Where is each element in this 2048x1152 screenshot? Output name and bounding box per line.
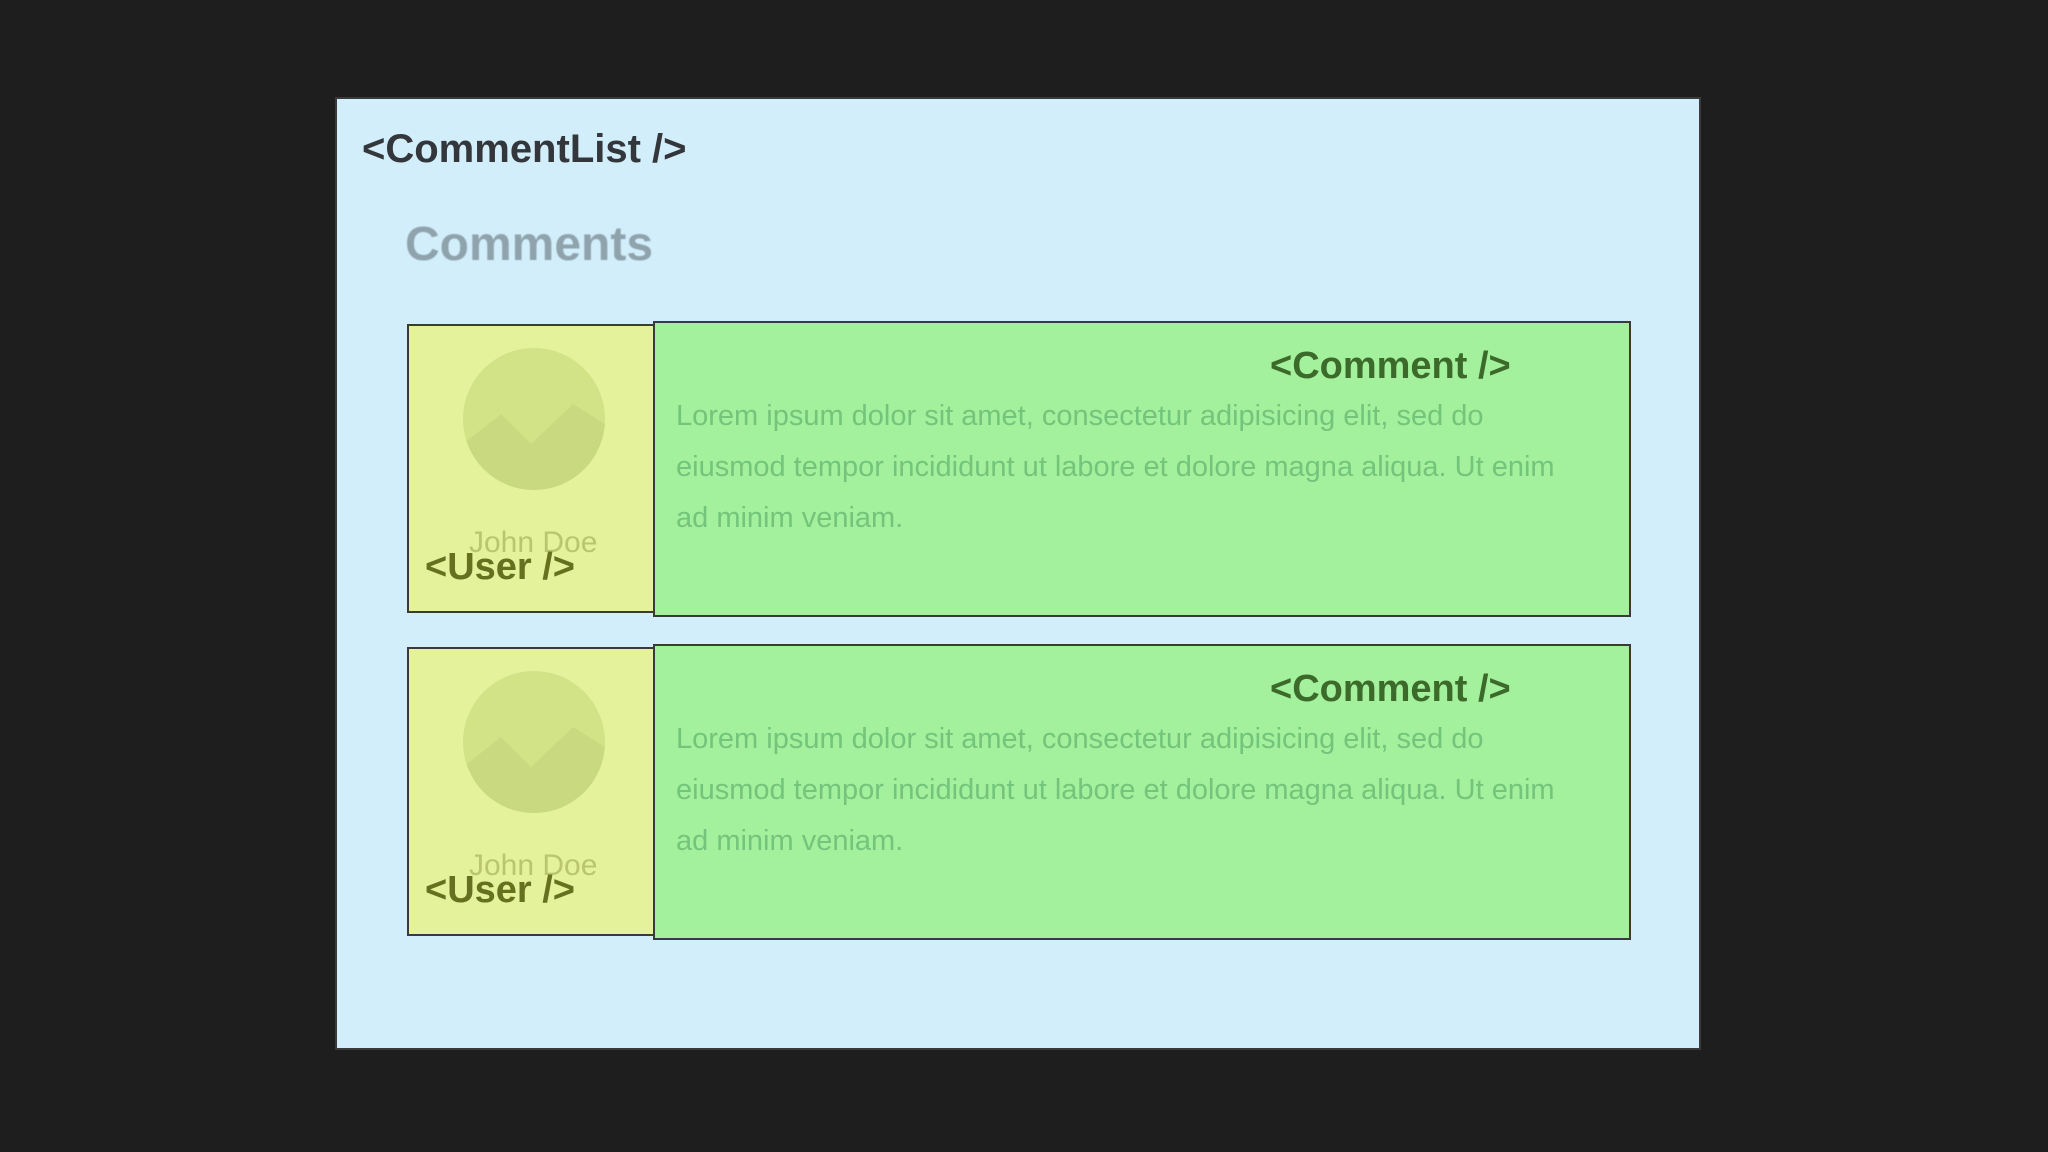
comment-list-label: <CommentList />: [362, 127, 687, 171]
comment-label: <Comment />: [1270, 345, 1511, 387]
comment-text: Lorem ipsum dolor sit amet, consectetur …: [676, 723, 1555, 857]
user-name: John Doe: [469, 849, 598, 882]
avatar-placeholder-icon: [463, 348, 605, 490]
comment-component: <Comment /> Lorem ipsum dolor sit amet, …: [653, 321, 1631, 617]
user-component: John Doe <User />: [407, 647, 655, 936]
user-name: John Doe: [469, 526, 598, 559]
avatar-placeholder-icon: [463, 671, 605, 813]
comment-row: John Doe <User /> <Comment /> Lorem ipsu…: [407, 321, 1633, 617]
user-component: John Doe <User />: [407, 324, 655, 613]
comment-list-component: <CommentList /> Comments John Doe <User …: [335, 97, 1701, 1050]
comment-component: <Comment /> Lorem ipsum dolor sit amet, …: [653, 644, 1631, 940]
comment-label: <Comment />: [1270, 668, 1511, 710]
comment-text: Lorem ipsum dolor sit amet, consectetur …: [676, 400, 1555, 534]
user-label: <User />: [425, 869, 575, 911]
comments-heading: Comments: [405, 218, 654, 271]
comment-row: John Doe <User /> <Comment /> Lorem ipsu…: [407, 644, 1633, 940]
user-label: <User />: [425, 546, 575, 588]
